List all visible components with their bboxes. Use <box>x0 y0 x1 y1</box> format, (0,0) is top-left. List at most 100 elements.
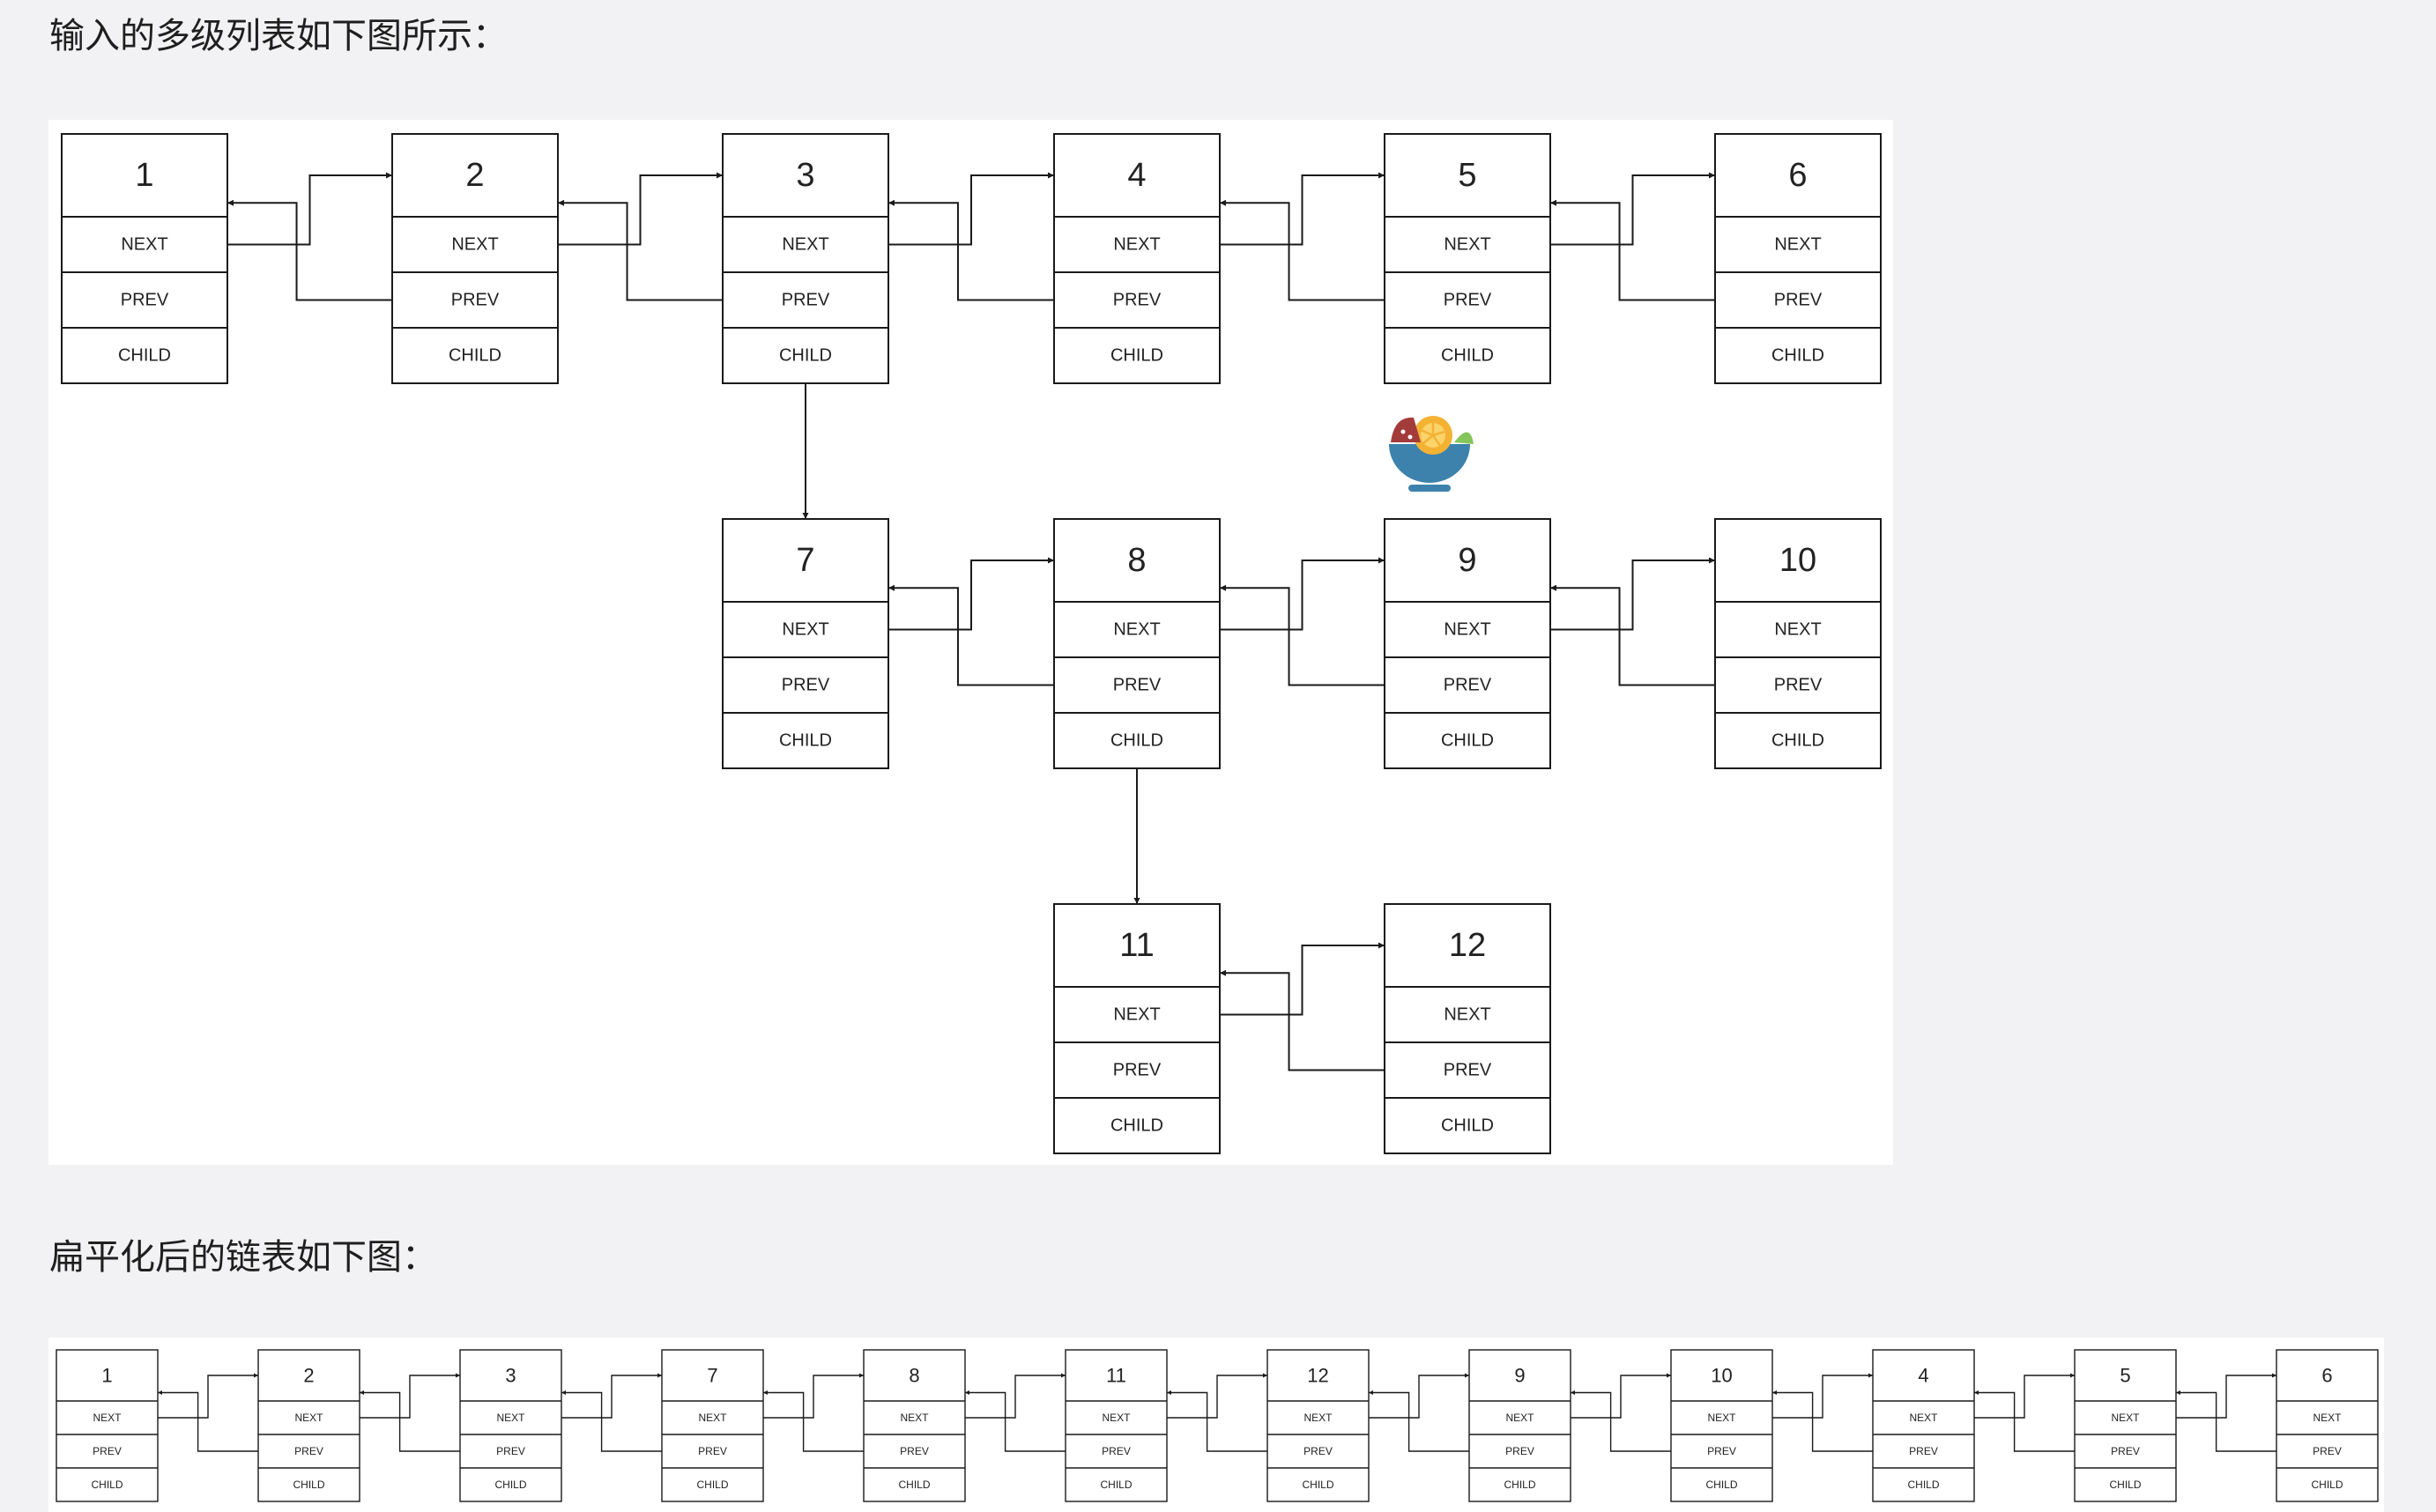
node-field-prev: PREV <box>2313 1445 2342 1457</box>
salad-bowl-icon <box>1389 416 1474 492</box>
node-value: 5 <box>1458 157 1476 194</box>
node-value: 3 <box>505 1365 516 1387</box>
node-box <box>863 1349 966 1502</box>
next-arrow <box>1220 172 1385 246</box>
next-prev-link <box>965 1373 1066 1452</box>
node-field-child: CHILD <box>2311 1479 2343 1491</box>
node-field-next: NEXT <box>900 1412 929 1424</box>
next-prev-link <box>1550 557 1715 686</box>
prev-arrow <box>158 1390 258 1452</box>
node-field-child: CHILD <box>779 731 832 751</box>
next-arrow <box>2176 1373 2276 1419</box>
node-field-child: CHILD <box>1441 731 1494 751</box>
next-prev-link <box>1772 1373 1873 1452</box>
next-arrow <box>227 172 392 246</box>
node-value: 1 <box>101 1365 112 1387</box>
node-field-child: CHILD <box>1771 731 1824 751</box>
node-field-child: CHILD <box>1771 346 1824 366</box>
prev-arrow <box>360 1390 460 1452</box>
node-field-prev: PREV <box>1774 291 1823 310</box>
node-value: 8 <box>909 1365 919 1387</box>
node-field-next: NEXT <box>1909 1412 1938 1424</box>
next-arrow <box>1220 942 1385 1016</box>
next-prev-link <box>888 172 1054 301</box>
next-arrow <box>965 1373 1066 1419</box>
node-field-next: NEXT <box>1113 620 1160 640</box>
next-prev-link <box>558 172 723 301</box>
prev-arrow <box>1772 1390 1873 1452</box>
node-box <box>257 1349 360 1502</box>
node-field-prev: PREV <box>1113 676 1162 695</box>
node-field-prev: PREV <box>1774 676 1823 695</box>
node-field-prev: PREV <box>1505 1445 1534 1457</box>
node-field-prev: PREV <box>1444 676 1492 695</box>
next-prev-link <box>158 1373 258 1452</box>
node-field-prev: PREV <box>1113 291 1162 310</box>
prev-arrow <box>227 199 392 301</box>
node-box <box>1053 903 1221 1154</box>
node-value: 3 <box>796 157 814 194</box>
next-arrow <box>1550 172 1715 246</box>
node-field-prev: PREV <box>496 1445 525 1457</box>
next-prev-link <box>2176 1373 2276 1452</box>
node-field-child: CHILD <box>494 1479 526 1491</box>
node-field-next: NEXT <box>451 235 498 255</box>
node-value: 2 <box>465 157 484 194</box>
next-prev-link <box>1220 172 1385 301</box>
node-field-next: NEXT <box>698 1412 727 1424</box>
node-field-child: CHILD <box>1110 346 1163 366</box>
prev-arrow <box>2176 1390 2276 1452</box>
node-field-child: CHILD <box>1302 1479 1333 1491</box>
prev-arrow <box>558 199 723 301</box>
node-field-next: NEXT <box>1303 1412 1333 1424</box>
prev-arrow <box>1550 199 1715 301</box>
prev-arrow <box>1571 1390 1671 1452</box>
node-box <box>2276 1349 2379 1502</box>
node-field-prev: PREV <box>2111 1445 2140 1457</box>
node-field-prev: PREV <box>1303 1445 1333 1457</box>
node-field-next: NEXT <box>782 235 828 255</box>
next-arrow <box>1550 557 1715 631</box>
node-value: 6 <box>2321 1365 2332 1387</box>
node-box <box>1468 1349 1571 1502</box>
next-arrow <box>1369 1373 1469 1419</box>
node-box <box>391 133 559 384</box>
node-field-child: CHILD <box>293 1479 324 1491</box>
node-box <box>1714 133 1882 384</box>
node-field-prev: PREV <box>1909 1445 1938 1457</box>
node-field-child: CHILD <box>1110 731 1163 751</box>
node-box <box>1670 1349 1773 1502</box>
node-box <box>1384 903 1551 1154</box>
node-value: 5 <box>2120 1365 2130 1387</box>
node-field-next: NEXT <box>1444 235 1490 255</box>
next-prev-link <box>888 557 1054 686</box>
node-field-next: NEXT <box>782 620 828 640</box>
node-box <box>459 1349 562 1502</box>
input-multilevel-list: 1NEXTPREVCHILD2NEXTPREVCHILD3NEXTPREVCHI… <box>61 133 1882 1154</box>
node-value: 9 <box>1458 542 1476 579</box>
node-field-next: NEXT <box>1774 620 1821 640</box>
next-prev-link <box>1571 1373 1671 1452</box>
node-field-next: NEXT <box>93 1412 122 1424</box>
node-field-prev: PREV <box>782 291 830 310</box>
node-box <box>1053 133 1221 384</box>
node-field-prev: PREV <box>698 1445 727 1457</box>
node-field-next: NEXT <box>1102 1412 1131 1424</box>
node-value: 11 <box>1106 1365 1126 1387</box>
node-box <box>722 518 889 769</box>
node-value: 12 <box>1449 927 1486 964</box>
node-field-child: CHILD <box>779 346 832 366</box>
node-field-next: NEXT <box>1113 1005 1160 1025</box>
